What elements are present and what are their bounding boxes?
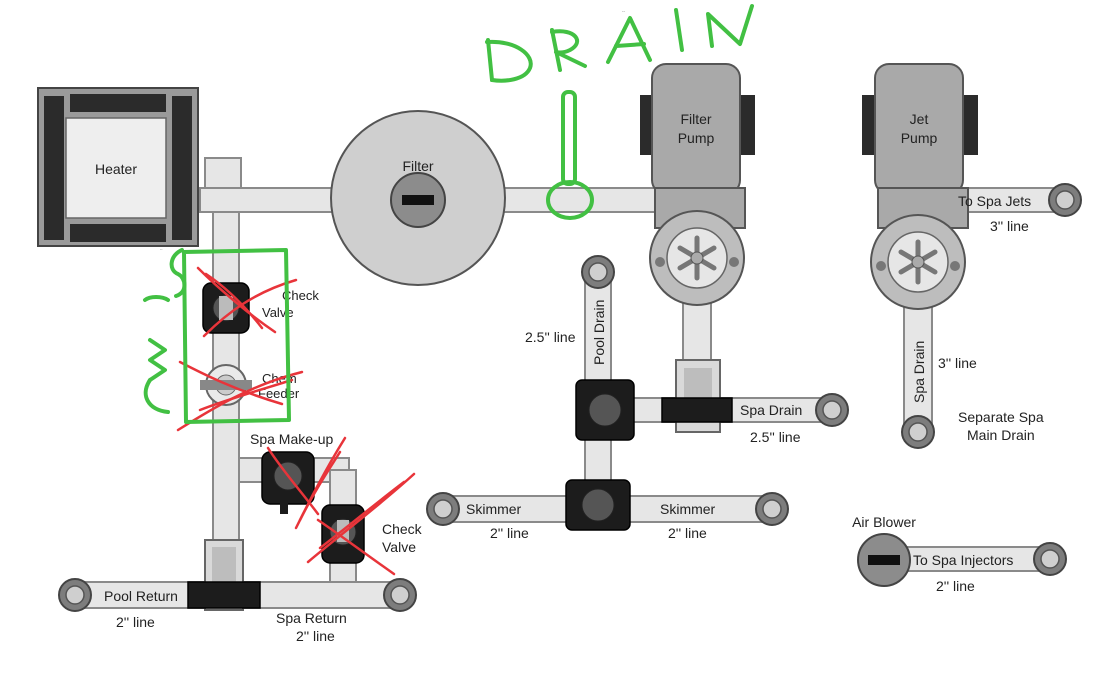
check-valve-bottom-label-line2: Valve	[382, 539, 416, 555]
pool-return-line-label: 2'' line	[116, 614, 155, 630]
heater: Heater	[37, 87, 199, 247]
air-blower: Air Blower	[852, 514, 916, 587]
spa-drain-right-label: Spa Drain	[911, 341, 927, 403]
separate-spa-label-line1: Separate Spa	[958, 409, 1044, 425]
pool-return-label: Pool Return	[104, 588, 178, 604]
spa-return-label-line1: Spa Return	[276, 610, 347, 626]
check-valve-bottom-label-line1: Check	[382, 521, 423, 537]
filter-label: Filter	[402, 158, 433, 174]
spa-makeup-label: Spa Make-up	[250, 431, 333, 447]
filter-pump-label-line2: Pump	[678, 130, 715, 146]
drain-cross-fitting	[575, 379, 635, 441]
drain-annotation-text: DRAIN	[622, 10, 625, 13]
spa-drain-left-label: Spa Drain	[740, 402, 802, 418]
pipe-caps	[58, 183, 1082, 612]
filter-pump-label-line1: Filter	[680, 111, 711, 127]
filter-pump: Filter Pump	[640, 63, 755, 306]
spa-injectors-pipe	[889, 546, 1051, 572]
skimmer-right-label: Skimmer	[660, 501, 716, 517]
heater-vents	[44, 94, 192, 242]
jet-pump-suction-pipe	[903, 304, 933, 431]
jet-pump: Jet Pump	[862, 63, 978, 310]
skimmer-cross-fitting	[565, 479, 631, 531]
swg-box	[182, 248, 291, 424]
skimmer-right-line-label: 2'' line	[668, 525, 707, 541]
filter: Filter	[330, 110, 506, 286]
spa-drain-left-line-label: 2.5'' line	[750, 429, 801, 445]
pool-drain-line-label: 2.5'' line	[525, 329, 576, 345]
drain-annotation	[485, 4, 754, 83]
skimmer-left-line-label: 2'' line	[490, 525, 529, 541]
spa-return-label-line2: 2'' line	[296, 628, 335, 644]
valves	[187, 282, 733, 611]
check-valve-top-label-line1: Check	[282, 288, 319, 303]
spa-injectors-line-label: 2'' line	[936, 578, 975, 594]
swg-annotation-text: SWG	[160, 249, 163, 251]
spa-drain-right-line-label: 3'' line	[938, 355, 977, 371]
to-spa-jets-label: To Spa Jets	[958, 193, 1031, 209]
pool-return-valve	[187, 539, 261, 611]
pool-drain-label: Pool Drain	[591, 300, 607, 365]
jet-pump-label-line2: Pump	[901, 130, 938, 146]
red-x-check-valve-top	[196, 266, 298, 338]
skimmer-left-label: Skimmer	[466, 501, 522, 517]
spa-makeup-valve	[261, 451, 315, 514]
swg-annotation	[143, 248, 187, 414]
separate-spa-label-line2: Main Drain	[967, 427, 1035, 443]
heater-label: Heater	[95, 161, 137, 177]
jet-pump-label-line1: Jet	[910, 111, 929, 127]
red-x-spa-makeup	[266, 436, 347, 530]
spa-jets-line-label: 3'' line	[990, 218, 1029, 234]
labels: Check Valve Chem Feeder Spa Make-up Chec…	[104, 193, 1044, 644]
drain-circle	[546, 180, 594, 220]
air-blower-label: Air Blower	[852, 514, 916, 530]
green-annotations	[143, 4, 754, 424]
drain-pointer-bar	[561, 90, 577, 186]
to-spa-injectors-label: To Spa Injectors	[913, 552, 1013, 568]
red-x-check-valve-bottom	[306, 472, 416, 576]
filter-pump-valve	[661, 359, 733, 433]
heater-outlet-pipe	[204, 157, 242, 189]
